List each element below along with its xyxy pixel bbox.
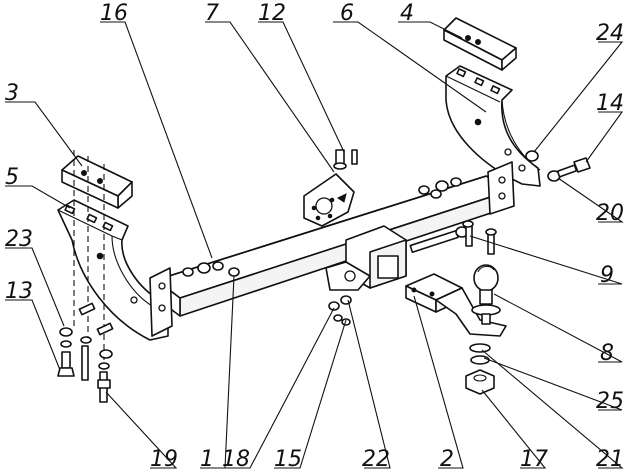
callout-21: 21 (596, 447, 624, 472)
socket-plate (303, 149, 358, 227)
callout-25: 25 (596, 389, 624, 414)
callout-12: 12 (258, 1, 286, 26)
callout-19: 19 (150, 447, 178, 472)
tow-ball (471, 264, 501, 325)
callout-15: 15 (274, 447, 302, 472)
callout-14: 14 (596, 91, 624, 116)
callout-16: 16 (100, 1, 128, 26)
callout-20: 20 (596, 201, 624, 226)
callout-7: 7 (205, 1, 219, 26)
callout-4: 4 (400, 1, 414, 26)
center-fasteners (328, 295, 352, 326)
callout-22: 22 (362, 447, 390, 472)
left-bolts (57, 302, 114, 403)
right-small-plate (443, 17, 517, 71)
callout-3: 3 (5, 81, 19, 106)
callout-1: 1 (200, 447, 214, 472)
ball-nut-stack (465, 343, 495, 395)
callout-labels: 16 7 12 6 4 3 5 23 13 24 14 20 9 8 25 21… (5, 1, 624, 472)
callout-24: 24 (596, 21, 624, 46)
callout-8: 8 (600, 341, 614, 366)
callout-5: 5 (5, 165, 19, 190)
callout-9: 9 (600, 263, 614, 288)
callout-17: 17 (520, 447, 548, 472)
callout-13: 13 (5, 279, 33, 304)
callout-23: 23 (5, 227, 33, 252)
crossbar-nuts (182, 177, 462, 277)
leader-lines (5, 21, 624, 469)
callout-2: 2 (440, 447, 454, 472)
right-side-bolt (525, 150, 591, 182)
receiver-box (325, 225, 407, 291)
callout-6: 6 (340, 1, 354, 26)
right-bracket (445, 65, 541, 187)
callout-18: 18 (222, 447, 250, 472)
